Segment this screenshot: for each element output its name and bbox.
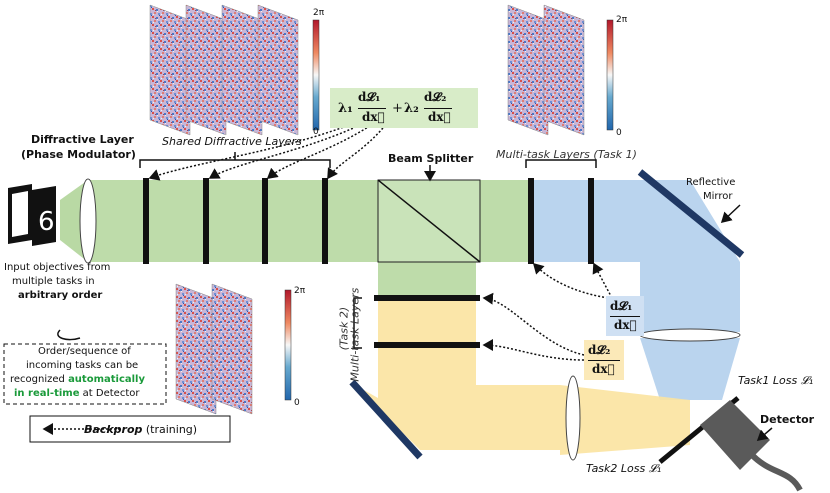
grad2-num: d𝓛₂ xyxy=(588,343,611,357)
colorbar-task1-max: 2π xyxy=(616,15,628,25)
input-desc-line3: arbitrary order xyxy=(18,290,103,301)
order-line4-b: at Detector xyxy=(79,388,140,399)
reflective-mirror-task1 xyxy=(637,169,745,258)
colorbar-task1 xyxy=(606,19,614,131)
input-desc-line1: Input objectives from xyxy=(4,262,111,273)
order-line2: incoming tasks can be xyxy=(26,360,139,371)
beam-splitter-label: Beam Splitter xyxy=(388,152,474,165)
detector-label: Detector xyxy=(760,413,815,426)
lambda1: λ₁ xyxy=(338,101,353,116)
diffractive-layer-label-1: Diffractive Layer xyxy=(31,133,134,146)
grad1-num: d𝓛₁ xyxy=(610,299,633,313)
phase-mask-panels-task2 xyxy=(175,283,253,415)
colorbar-shared-min: 0 xyxy=(313,127,319,137)
combined-frac1-bar xyxy=(358,108,386,109)
shared-layers-label: Shared Diffractive Layers xyxy=(162,135,302,148)
task2-layers-bracket xyxy=(353,297,362,349)
grad2-den: dx⃗ xyxy=(592,362,615,376)
combined-dx2: dx⃗ xyxy=(428,110,451,124)
order-line4: in real-time at Detector xyxy=(14,388,139,400)
diffractive-layer-label-2: (Phase Modulator) xyxy=(21,148,136,161)
lambda2: λ₂ xyxy=(404,101,419,116)
task1-mirror-region xyxy=(640,180,740,262)
plus-sign: + xyxy=(392,101,403,116)
phase-mask-panels-shared xyxy=(149,4,299,136)
grad2-bar xyxy=(588,360,620,361)
detector xyxy=(658,396,803,492)
colorbar-task2-max: 2π xyxy=(294,286,306,296)
task2-detector-beam xyxy=(560,385,690,455)
order-line3: recognized automatically xyxy=(10,374,145,386)
order-line1: Order/sequence of xyxy=(38,346,131,357)
task1-layers xyxy=(528,178,594,264)
order-line4-a: in real-time xyxy=(14,388,80,399)
task2-layers xyxy=(374,295,480,348)
shared-diffractive-layers xyxy=(143,178,328,264)
combined-gradient-box xyxy=(330,88,478,128)
task1-loss-label: Task1 Loss 𝓛₁ xyxy=(738,374,814,387)
combined-dL2: d𝓛₂ xyxy=(424,90,447,104)
detector-arrow xyxy=(756,427,773,441)
multitask-task2-label-2: (Task 2) xyxy=(337,306,351,351)
multitask-task1-label: Multi-task Layers (Task 1) xyxy=(496,148,637,161)
backprop-legend: Backprop (training) xyxy=(84,423,197,436)
beam-splitter-diagonal xyxy=(377,179,481,263)
task2-loss-label: Task2 Loss 𝓛₁ xyxy=(586,462,662,475)
grad1-den: dx⃗ xyxy=(614,318,637,332)
colorbar-task2 xyxy=(284,289,292,401)
colorbar-shared-max: 2π xyxy=(313,8,325,18)
input-objects xyxy=(8,184,56,246)
backprop-legend-a: Backprop xyxy=(84,423,143,436)
input-lens xyxy=(79,178,97,264)
order-line3-b: automatically xyxy=(68,374,146,385)
shared-layers-bracket xyxy=(139,152,331,168)
combined-dL1: d𝓛₁ xyxy=(358,90,381,104)
input-to-order-arrow xyxy=(57,329,81,341)
task1-lens xyxy=(639,328,741,342)
task2-mirror-region xyxy=(355,385,560,450)
task2-lens xyxy=(565,375,581,461)
backprop-box xyxy=(29,415,231,443)
input-digit-6: 6 xyxy=(38,207,55,237)
task1-detector-beam xyxy=(640,338,740,400)
reflective-mirror-task2 xyxy=(349,379,423,460)
input-desc-line2: multiple tasks in xyxy=(12,276,95,287)
reflective-mirror-arrow xyxy=(720,204,741,224)
colorbar-task2-min: 0 xyxy=(294,398,300,408)
task1-down-beam xyxy=(640,262,740,332)
combined-frac2-bar xyxy=(424,108,452,109)
phase-mask-panels-task1 xyxy=(507,4,585,136)
reflective-mirror-label-2: Mirror xyxy=(703,191,733,202)
task1-layers-bracket xyxy=(525,159,597,168)
order-box xyxy=(3,343,167,405)
task1-beam xyxy=(528,180,640,262)
order-line3-a: recognized xyxy=(10,374,69,385)
colorbar-shared xyxy=(312,19,320,131)
backprop-legend-b: (training) xyxy=(142,423,198,436)
combined-dx1: dx⃗ xyxy=(362,110,385,124)
grad1-bar xyxy=(610,316,640,317)
colorbar-task1-min: 0 xyxy=(616,128,622,138)
task2-beam-vertical-top xyxy=(378,262,476,298)
reflective-mirror-label-1: Reflective xyxy=(686,177,736,188)
